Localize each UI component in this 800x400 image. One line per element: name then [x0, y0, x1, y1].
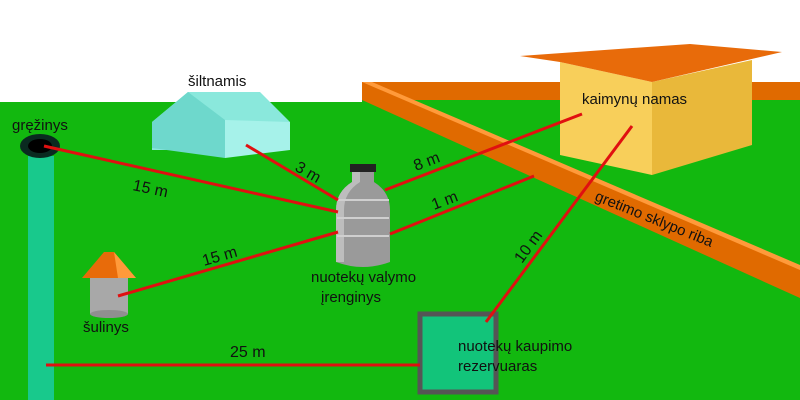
storage-tank-box — [417, 311, 499, 395]
label-tank-line1: nuotekų kaupimo — [458, 338, 572, 355]
house-roof — [520, 44, 782, 82]
house-side-wall — [652, 60, 752, 175]
boundary-strip-diagonal — [362, 82, 800, 298]
house-front-wall — [560, 62, 652, 175]
boundary-strip-highlight — [362, 82, 800, 270]
label-neighbor-house: kaimynų namas — [582, 91, 687, 108]
label-tank-line2: rezervuaras — [458, 358, 537, 375]
line-greenhouse-treatment — [245, 143, 339, 202]
label-well: šulinys — [83, 319, 129, 336]
distance-borehole-tank: 25 m — [230, 344, 266, 361]
line-house-tank — [484, 125, 634, 323]
well-roof-side — [114, 252, 136, 278]
greenhouse — [152, 92, 290, 158]
line-well-treatment — [117, 230, 339, 298]
treatment-unit-highlight — [336, 172, 360, 262]
treatment-unit-cap — [350, 164, 376, 172]
greenhouse-front — [152, 92, 225, 158]
line-house-treatment — [384, 112, 583, 192]
storage-tank — [417, 311, 499, 395]
well-base — [90, 310, 128, 318]
distance-lines — [43, 112, 634, 367]
borehole — [20, 134, 60, 400]
neighbor-house — [520, 44, 782, 175]
borehole-hole — [28, 139, 52, 153]
line-boundary-treatment — [389, 174, 535, 236]
treatment-unit-body — [336, 172, 390, 267]
label-treatment-line1: nuotekų valymo — [311, 269, 416, 286]
label-treatment-line2: įrenginys — [321, 289, 381, 306]
treatment-unit — [336, 164, 390, 267]
greenhouse-side — [225, 120, 290, 158]
line-borehole-treatment — [43, 144, 339, 214]
borehole-pipe — [28, 156, 54, 400]
label-greenhouse: šiltnamis — [188, 73, 246, 90]
label-borehole: gręžinys — [12, 117, 68, 134]
